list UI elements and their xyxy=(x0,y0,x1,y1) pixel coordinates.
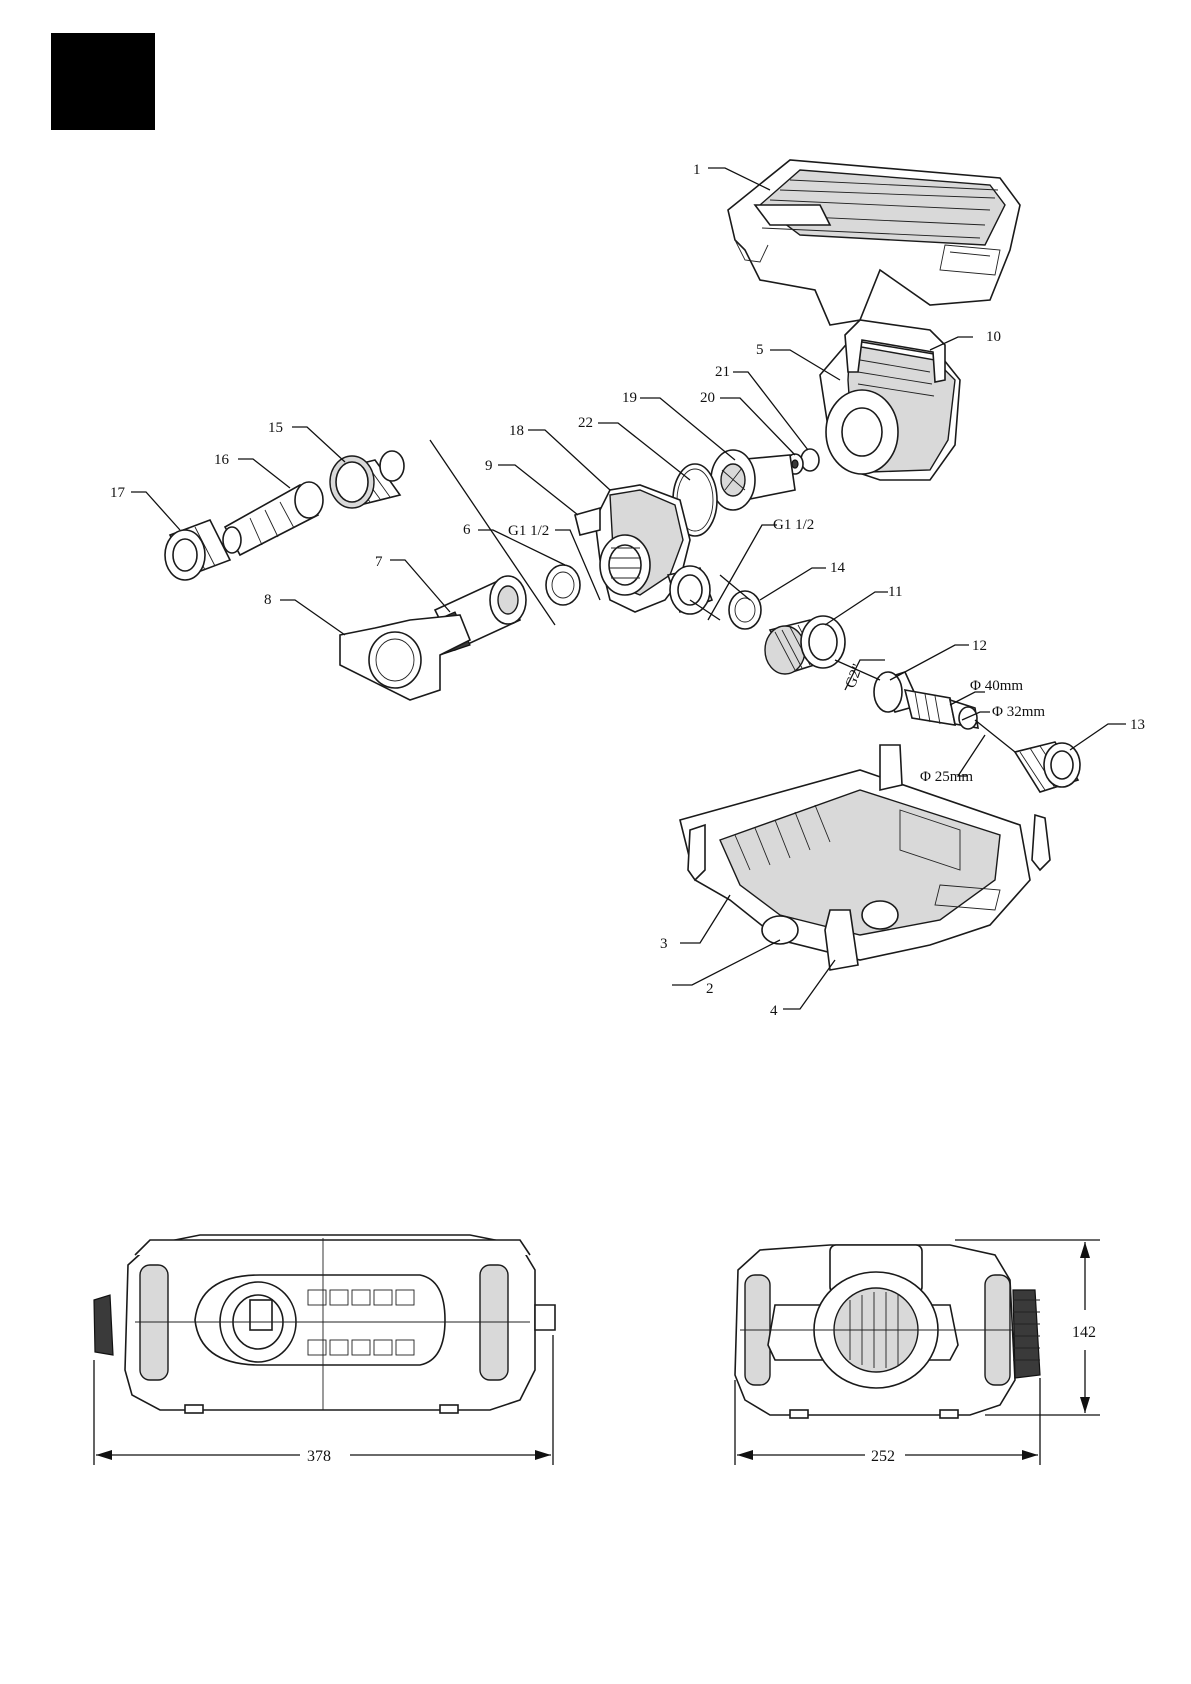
part-impeller xyxy=(711,450,795,510)
callout-5: 5 xyxy=(756,342,764,358)
thread-label-d40: Φ 40mm xyxy=(970,678,1023,694)
callout-8: 8 xyxy=(264,592,272,608)
callout-16: 16 xyxy=(214,452,230,468)
part-top-cover xyxy=(728,160,1020,325)
callout-15: 15 xyxy=(268,420,283,436)
callout-19: 19 xyxy=(622,390,637,406)
part-seal-right xyxy=(729,591,761,629)
callout-18: 18 xyxy=(509,423,524,439)
callout-20: 20 xyxy=(700,390,715,406)
part-nut-left xyxy=(165,520,230,580)
callout-12: 12 xyxy=(972,638,987,654)
callout-7: 7 xyxy=(375,554,383,570)
part-base-tray xyxy=(680,745,1030,960)
thread-label-g-left: G1 1/2 xyxy=(508,523,549,539)
part-inlet-union xyxy=(330,451,404,508)
thread-label-d25: Φ 25mm xyxy=(920,769,973,785)
callout-21: 21 xyxy=(715,364,730,380)
callout-2: 2 xyxy=(706,981,714,997)
part-outlet-union xyxy=(765,616,845,674)
dimension-label-front-width: 252 xyxy=(871,1448,895,1465)
part-hose-tail-left xyxy=(223,482,323,555)
callout-13: 13 xyxy=(1130,717,1145,733)
callout-11: 11 xyxy=(888,584,902,600)
callout-17: 17 xyxy=(110,485,126,501)
callout-22: 22 xyxy=(578,415,593,431)
front-view xyxy=(735,1245,1040,1418)
part-motor-housing xyxy=(820,320,960,480)
callout-1: 1 xyxy=(693,162,701,178)
callout-3: 3 xyxy=(660,936,668,952)
part-gasket-plate xyxy=(340,615,470,700)
callout-6: 6 xyxy=(463,522,471,538)
callout-14: 14 xyxy=(830,560,846,576)
part-seal-left xyxy=(546,565,580,605)
side-view xyxy=(94,1235,555,1413)
thread-label-d32: Φ 32mm xyxy=(992,704,1045,720)
callout-9: 9 xyxy=(485,458,493,474)
thread-label-g-right: G1 1/2 xyxy=(773,517,814,533)
dimension-label-side-width: 378 xyxy=(307,1448,331,1465)
callout-4: 4 xyxy=(770,1003,778,1019)
dimension-label-front-height: 142 xyxy=(1072,1324,1096,1341)
callout-10: 10 xyxy=(986,329,1001,345)
thread-label-g2: G2" xyxy=(843,662,866,690)
